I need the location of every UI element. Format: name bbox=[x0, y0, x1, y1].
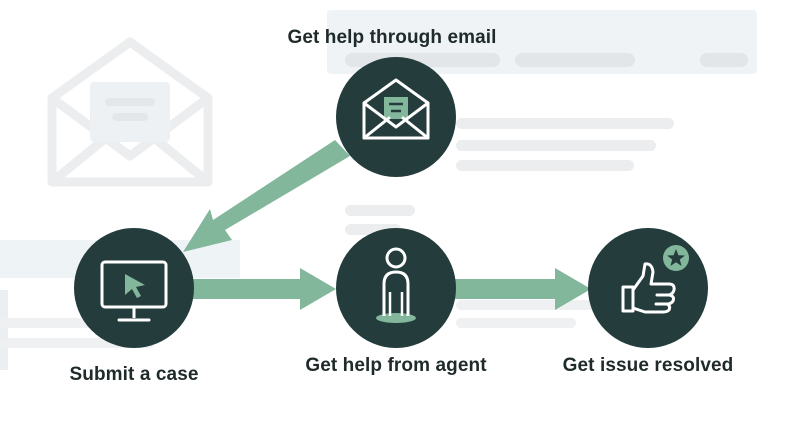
label-submit: Submit a case bbox=[69, 364, 199, 385]
person-icon bbox=[376, 247, 416, 323]
node-email bbox=[336, 57, 456, 177]
monitor-cursor-icon bbox=[100, 260, 168, 322]
star-badge-icon bbox=[663, 245, 689, 271]
cursor-icon bbox=[125, 274, 145, 298]
bg-edge bbox=[0, 290, 8, 370]
node-resolved bbox=[588, 228, 708, 348]
bg-bar bbox=[112, 113, 148, 121]
bg-bar bbox=[456, 140, 656, 151]
person-shadow bbox=[376, 313, 416, 323]
thumbs-up-star-icon bbox=[621, 245, 689, 314]
bg-bar bbox=[456, 160, 634, 171]
label-email: Get help through email bbox=[287, 27, 497, 48]
node-agent bbox=[336, 228, 456, 348]
bg-bar bbox=[456, 318, 576, 328]
thumbs-up-icon bbox=[621, 262, 676, 314]
arrow-submit-to-agent bbox=[190, 268, 336, 310]
envelope-icon bbox=[362, 78, 430, 140]
label-agent: Get help from agent bbox=[305, 355, 487, 376]
bg-bar bbox=[345, 205, 415, 216]
arrow-email-to-submit bbox=[183, 140, 350, 252]
node-resolved-circle bbox=[588, 228, 708, 348]
bg-bar bbox=[105, 98, 155, 106]
bg-bar bbox=[456, 300, 606, 310]
bg-bar bbox=[700, 53, 748, 67]
label-resolved: Get issue resolved bbox=[562, 355, 734, 376]
arrow-agent-to-resolved bbox=[452, 268, 591, 310]
bg-bar bbox=[515, 53, 635, 67]
node-agent-circle bbox=[336, 228, 456, 348]
bg-bar bbox=[456, 118, 674, 129]
bg-envelope-letter bbox=[90, 82, 170, 142]
node-submit bbox=[74, 228, 194, 348]
